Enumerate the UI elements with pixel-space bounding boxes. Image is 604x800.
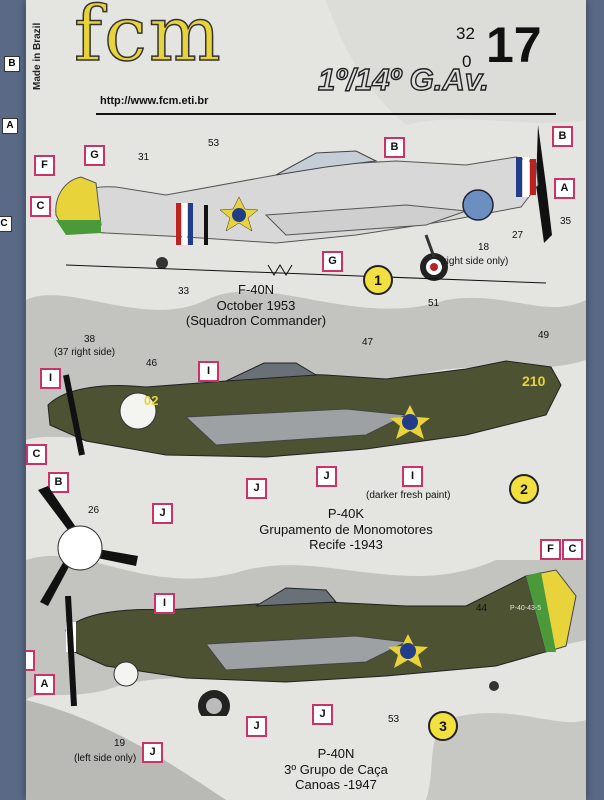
callout-left-side-only: (left side only) [74,753,137,764]
callout-26: 26 [88,505,100,516]
callout-33: 33 [178,286,190,297]
decal-tag-i: I [154,593,175,614]
caption-location: Canoas -1947 [295,777,377,793]
scale-denominator: 0 [462,52,472,71]
website-url: http://www.fcm.eti.br [100,95,209,107]
decal-tag-c: C [562,539,583,560]
callout-53: 53 [208,138,220,149]
nose-code: 02 [144,393,159,408]
callout-31: 31 [138,152,150,163]
caption-model: F-40N [237,282,275,297]
profile-number-3: 3 [428,711,458,741]
decal-tag-a: A [34,674,55,695]
callout-38: 38 [84,334,96,345]
decal-tag-j: J [246,478,267,499]
callout-37-right-side: (37 right side) [54,347,116,358]
caption-unit: 3º Grupo de Caça [284,761,388,777]
decal-tag-j: J [246,716,267,737]
decal-tag-a: A [554,178,575,199]
callout-darker-fresh-paint: (darker fresh paint) [366,490,451,501]
aircraft-profile-3 [65,569,577,716]
caption-location: Recife -1943 [309,537,383,553]
decal-tag-j: J [316,466,337,487]
decal-tag-f: F [34,155,55,176]
callout-right-side-only: (right side only) [440,256,509,267]
header-rule [96,113,556,115]
sheet-number: 17 [486,17,542,73]
caption-date: October 1953 [216,297,296,313]
caption-unit: Grupamento de Monomotores [259,521,433,537]
aircraft-profile-1 [55,125,552,284]
fcm-logo: fcm [73,0,223,78]
callout-46: 46 [146,358,158,369]
callout-44: 44 [476,603,488,614]
scale-numerator: 32 [456,24,475,43]
decal-tag-j: J [312,704,333,725]
aircraft-profile-2 [47,360,562,458]
spinner-front-view [38,486,138,606]
callout-18: 18 [478,242,490,253]
decal-tag-i: I [40,368,61,389]
callout-53: 53 [388,714,400,725]
left-strip-tag-a: A [2,118,18,134]
made-in-label: Made in Brazil [32,22,43,90]
profile-1-caption: F-40N October 1953 (Squadron Commander) [156,282,356,329]
left-strip-tag-b: B [4,56,20,72]
decal-tag-i: I [26,650,35,671]
left-strip-tag-c: C [0,216,12,232]
callout-51: 51 [428,298,440,309]
callout-35: 35 [560,216,572,227]
callout-27: 27 [512,230,524,241]
profile-number-1: 1 [363,265,393,295]
profile-2-caption: P-40K Grupamento de Monomotores Recife -… [236,506,456,553]
decal-tag-f: F [540,539,561,560]
decal-tag-j: J [142,742,163,763]
decal-tag-b: B [48,472,69,493]
tail-serial: P-40-43-5 [510,605,542,612]
decal-sheet: Made in Brazil fcm http://www.fcm.eti.br… [26,0,586,800]
caption-model: P-40K [327,506,365,521]
callout-19: 19 [114,738,126,749]
decal-tag-i: I [198,361,219,382]
tail-code: 210 [522,373,546,389]
decal-tag-b: B [384,137,405,158]
decal-tag-g: G [84,145,105,166]
decal-tag-i: I [402,466,423,487]
callout-47: 47 [362,337,374,348]
decal-tag-c: C [26,444,47,465]
profile-number-2: 2 [509,474,539,504]
decal-tag-c: C [30,196,51,217]
callout-49: 49 [538,330,550,341]
decal-tag-g: G [322,251,343,272]
decal-tag-j: J [152,503,173,524]
profile-3-caption: P-40N 3º Grupo de Caça Canoas -1947 [236,746,436,793]
unit-title: 1º/14º G.Av. [317,61,489,97]
caption-model: P-40N [317,746,355,761]
caption-note: (Squadron Commander) [185,313,327,329]
decal-tag-b: B [552,126,573,147]
